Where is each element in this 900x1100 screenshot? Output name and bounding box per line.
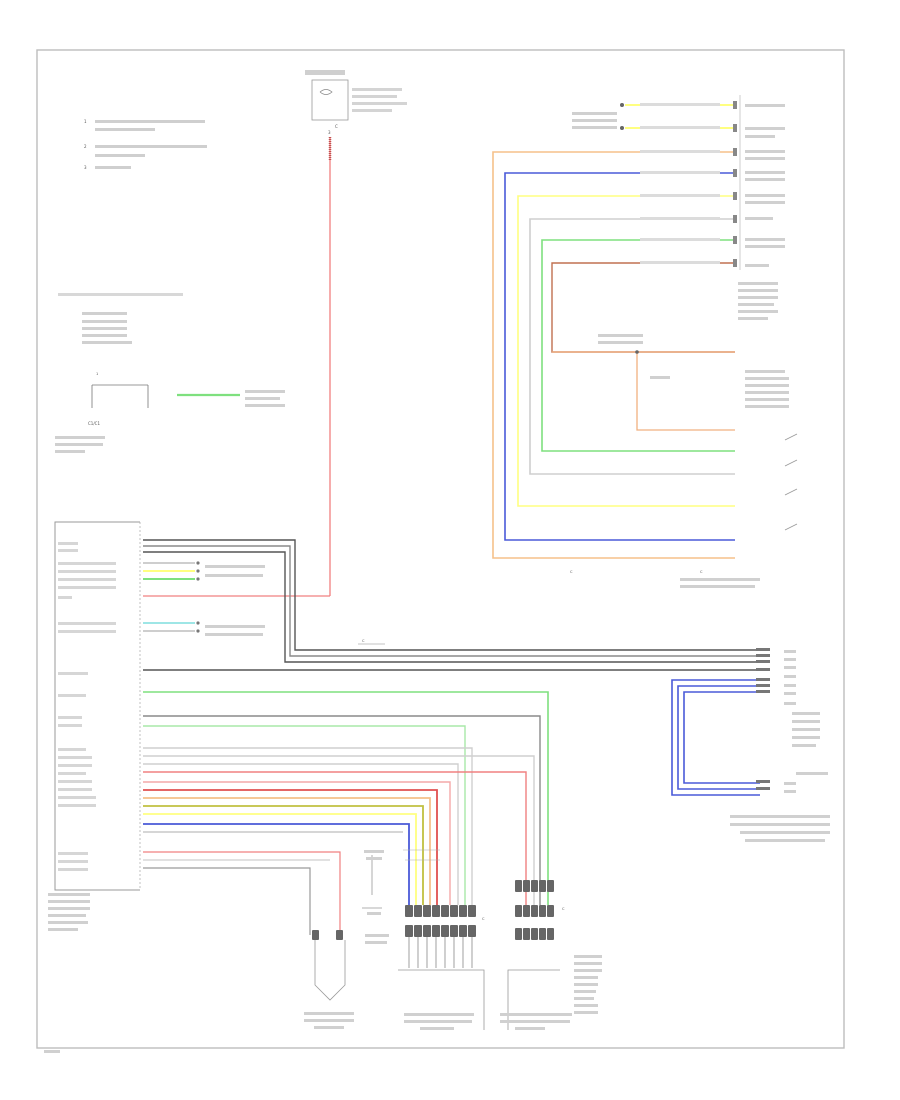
svg-text:C: C bbox=[700, 570, 703, 574]
motor-wires bbox=[143, 691, 549, 935]
module-side-wires bbox=[143, 561, 265, 636]
svg-text:C1/C1: C1/C1 bbox=[88, 421, 100, 426]
bus-wires: C bbox=[143, 539, 760, 671]
svg-text:1: 1 bbox=[84, 119, 87, 124]
main-module bbox=[48, 521, 141, 931]
svg-text:C: C bbox=[562, 907, 565, 911]
svg-text:C: C bbox=[335, 124, 338, 129]
svg-text:C: C bbox=[362, 639, 365, 643]
svg-text:2: 2 bbox=[84, 144, 87, 149]
left-module: 1 C1/C1 bbox=[55, 293, 285, 453]
svg-text:3: 3 bbox=[328, 130, 331, 135]
notes-block: 1 2 3 bbox=[84, 119, 207, 170]
svg-text:C: C bbox=[482, 917, 485, 921]
fuse-block: C 3 bbox=[305, 70, 407, 135]
svg-text:C: C bbox=[570, 570, 573, 574]
diagram-border bbox=[36, 49, 845, 1049]
svg-text:1: 1 bbox=[96, 372, 98, 376]
right-connector bbox=[671, 648, 830, 842]
svg-text:3: 3 bbox=[84, 165, 87, 170]
red-power-wire bbox=[143, 137, 332, 597]
bottom-connectors: CC bbox=[44, 850, 602, 1053]
